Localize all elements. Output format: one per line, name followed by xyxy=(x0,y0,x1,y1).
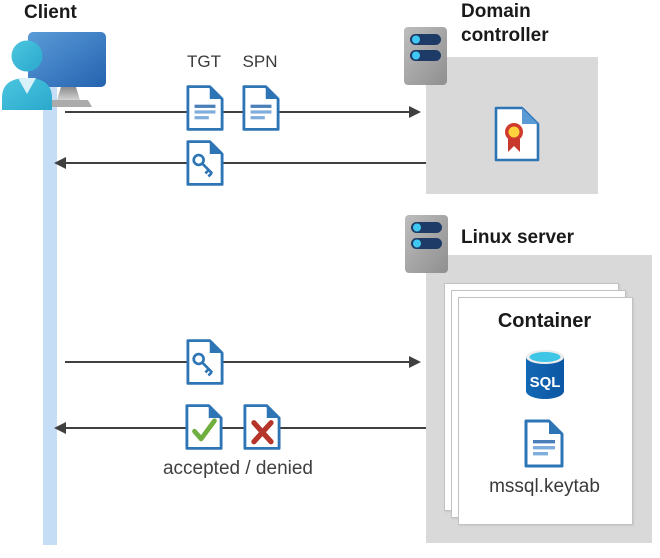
keytab-document-icon xyxy=(524,419,564,468)
container-label: Container xyxy=(497,310,592,332)
spn-document-icon xyxy=(242,85,280,131)
spn-label: SPN xyxy=(242,52,278,71)
keytab-label: mssql.keytab xyxy=(489,476,600,497)
sql-database-icon: SQL xyxy=(526,350,564,399)
accepted-denied-label: accepted / denied xyxy=(162,458,313,479)
accepted-icon xyxy=(185,404,223,450)
domain-controller-label: Domain controller xyxy=(461,1,549,46)
server-icon xyxy=(404,27,447,85)
key-ticket-icon xyxy=(186,339,224,385)
arrow-dc-to-client xyxy=(54,157,426,169)
denied-icon xyxy=(243,404,281,450)
client-lifeline xyxy=(43,86,57,545)
sql-text: SQL xyxy=(530,374,561,391)
client-label: Client xyxy=(24,2,77,23)
arrow-client-to-dc xyxy=(65,106,421,118)
arrow-client-to-linux xyxy=(65,356,421,368)
server-icon xyxy=(405,215,448,273)
key-ticket-icon xyxy=(186,140,224,186)
container-page-front xyxy=(458,297,633,525)
tgt-document-icon xyxy=(186,85,224,131)
client-icon xyxy=(2,32,106,110)
certificate-icon xyxy=(494,106,540,162)
linux-server-label: Linux server xyxy=(461,227,574,248)
tgt-label: TGT xyxy=(187,52,221,71)
